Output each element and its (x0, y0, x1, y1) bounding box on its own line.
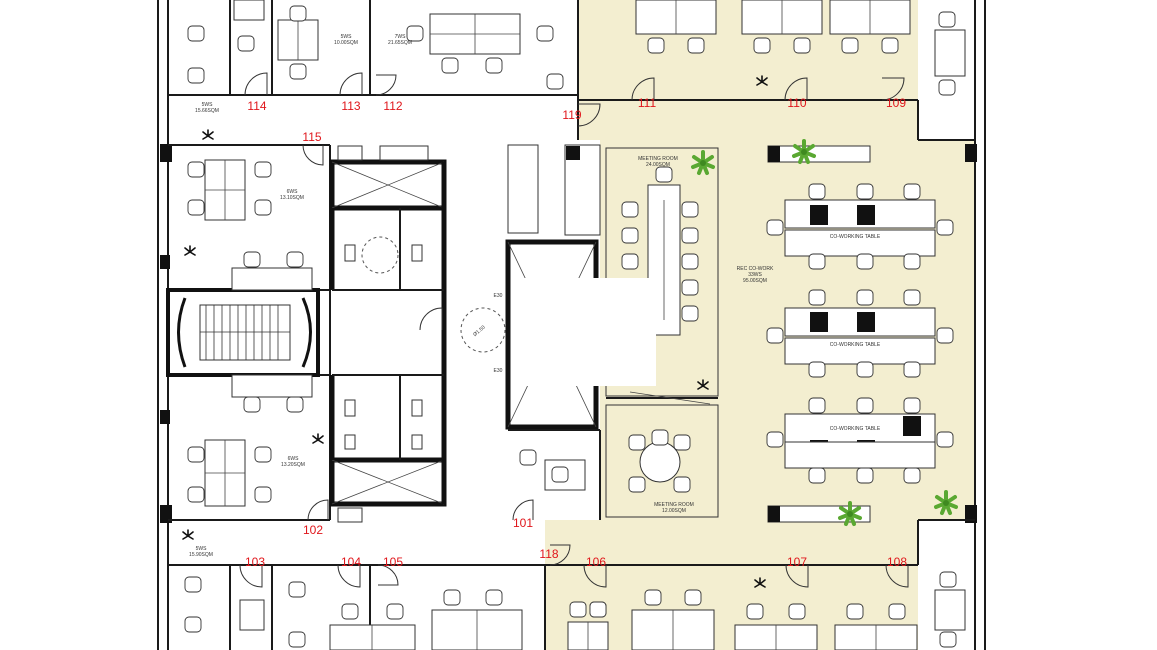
misc-label: E30 (494, 293, 503, 299)
room-101 (519, 449, 586, 491)
room-label: 21.65SQM (388, 40, 412, 46)
meeting-room-small (605, 404, 719, 518)
room-labels: 5WS10.00SQM7WS21.65SQM5WS15.66SQM6WS13.1… (189, 34, 774, 558)
masked-area (513, 278, 656, 386)
room-label: 13.20SQM (281, 462, 305, 468)
room-label: REC CO-WORK (737, 266, 774, 272)
workstations-top (187, 0, 966, 96)
room-label: 13.10SQM (280, 195, 304, 201)
misc-label: E30 (494, 368, 503, 374)
room-label: 5WS (341, 34, 353, 40)
room-label: 15.90SQM (189, 552, 213, 558)
room-label: 24.00SQM (646, 162, 670, 168)
room-number: 109 (886, 96, 906, 110)
room-numbers: 114 113 112 111 110 109 119 115 102 101 118 106 107 1… (245, 96, 907, 569)
room-number: 101 (513, 516, 533, 530)
room-number: 115 (302, 130, 321, 144)
room-number: 111 (638, 96, 657, 110)
room-label: 7WS (395, 34, 407, 40)
room-number: 118 (539, 547, 558, 561)
room-label: MEETING ROOM (654, 502, 694, 508)
doors (239, 72, 909, 588)
room-number: 102 (303, 523, 323, 537)
stair-core (166, 288, 320, 377)
room-number: 113 (341, 99, 360, 113)
table-label: CO-WORKING TABLE (830, 426, 881, 432)
table-labels: CO-WORKING TABLE CO-WORKING TABLE CO-WORKI… (830, 234, 881, 432)
room-number: 103 (245, 555, 265, 569)
room-number: 107 (787, 555, 807, 569)
room-number: 114 (247, 99, 266, 113)
table-label: CO-WORKING TABLE (830, 342, 881, 348)
room-label: 33WS (748, 272, 762, 278)
misc-label: Ø1.50 (472, 324, 486, 337)
room-label: 5WS (202, 102, 214, 108)
workstations-left (187, 159, 313, 507)
room-label: 6WS (288, 456, 300, 462)
room-number: 105 (383, 555, 403, 569)
room-label: 5WS (196, 546, 208, 552)
room-label: 6WS (287, 189, 299, 195)
table-label: CO-WORKING TABLE (830, 234, 881, 240)
room-label: 15.66SQM (195, 108, 219, 114)
service-core (329, 145, 506, 523)
coworking-tables (766, 145, 954, 523)
room-label: 12.00SQM (662, 508, 686, 514)
room-number: 104 (341, 555, 361, 569)
room-label: MEETING ROOM (638, 156, 678, 162)
room-number: 106 (586, 555, 606, 569)
room-number: 110 (787, 96, 806, 110)
room-number: 108 (887, 555, 907, 569)
room-number: 112 (383, 99, 402, 113)
room-number: 119 (562, 108, 581, 122)
room-label: 10.00SQM (334, 40, 358, 46)
workstations-bottom (184, 571, 966, 650)
room-label: 95.00SQM (743, 278, 767, 284)
